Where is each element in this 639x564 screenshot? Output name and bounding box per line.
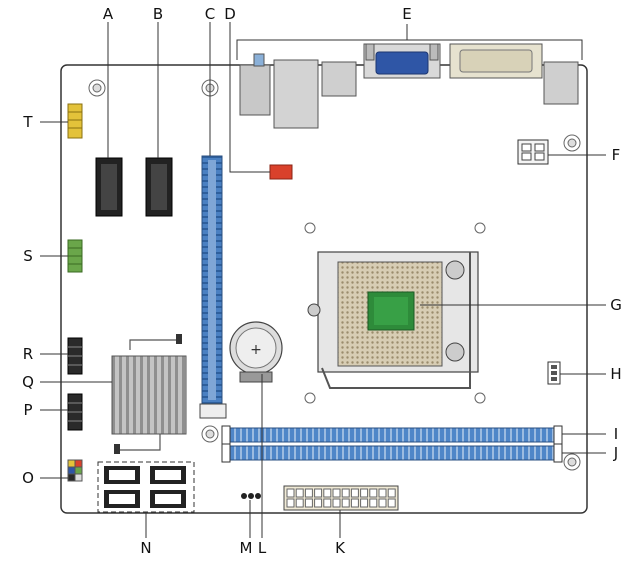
power-pin bbox=[341, 498, 350, 508]
power-pin bbox=[323, 488, 332, 498]
power-pin bbox=[360, 488, 369, 498]
mini-pcie-slots bbox=[95, 157, 173, 217]
power-pin bbox=[286, 488, 295, 498]
callout-f: F bbox=[611, 146, 621, 164]
sata-connectors bbox=[97, 461, 195, 513]
power-pin bbox=[378, 498, 387, 508]
callout-q: Q bbox=[22, 373, 34, 391]
header-p bbox=[67, 393, 83, 431]
power-pin bbox=[341, 488, 350, 498]
header-o bbox=[67, 459, 83, 482]
cpu-socket bbox=[307, 251, 479, 389]
header-s bbox=[67, 239, 83, 273]
svg-text:+: + bbox=[250, 342, 262, 358]
callout-c: C bbox=[204, 5, 216, 23]
callout-k: K bbox=[335, 539, 345, 557]
power-pin bbox=[295, 488, 304, 498]
dimm-slots bbox=[221, 425, 563, 463]
callout-p: P bbox=[23, 401, 33, 419]
header-t bbox=[67, 103, 83, 139]
power-pin bbox=[304, 498, 313, 508]
callout-h: H bbox=[610, 365, 622, 383]
header-r bbox=[67, 337, 83, 375]
atx-power-connector bbox=[283, 485, 399, 511]
callout-m: M bbox=[239, 539, 253, 557]
fan-header bbox=[269, 164, 293, 180]
power-pin bbox=[387, 488, 396, 498]
power-pin bbox=[360, 498, 369, 508]
power-pin bbox=[350, 488, 359, 498]
callout-t: T bbox=[23, 113, 33, 131]
callout-b: B bbox=[152, 5, 164, 23]
callout-l: L bbox=[257, 539, 267, 557]
callout-g: G bbox=[610, 296, 622, 314]
power-pin bbox=[378, 488, 387, 498]
callout-d: D bbox=[224, 5, 236, 23]
callout-a: A bbox=[102, 5, 114, 23]
power-pin bbox=[332, 498, 341, 508]
callout-e: E bbox=[402, 5, 412, 23]
atx12v-connector bbox=[517, 139, 549, 165]
power-pin bbox=[387, 498, 396, 508]
callout-s: S bbox=[23, 247, 33, 265]
leader-lines bbox=[40, 22, 606, 538]
jumper-m bbox=[241, 493, 261, 499]
power-pin bbox=[304, 488, 313, 498]
power-pin bbox=[286, 498, 295, 508]
power-pin bbox=[369, 488, 378, 498]
pcie-slot bbox=[199, 155, 227, 419]
fan-header-h bbox=[547, 361, 561, 385]
power-pin bbox=[314, 498, 323, 508]
power-pin bbox=[369, 498, 378, 508]
callout-i: I bbox=[613, 425, 619, 443]
callout-n: N bbox=[140, 539, 152, 557]
callout-j: J bbox=[613, 444, 619, 462]
mounting-holes bbox=[88, 79, 581, 471]
power-pin bbox=[295, 498, 304, 508]
power-pin bbox=[314, 488, 323, 498]
power-pin bbox=[332, 488, 341, 498]
callout-r: R bbox=[22, 345, 34, 363]
callout-o: O bbox=[22, 469, 34, 487]
battery: + bbox=[229, 321, 283, 383]
power-pin bbox=[323, 498, 332, 508]
back-panel-connectors bbox=[239, 43, 579, 129]
chipset-heatsink bbox=[111, 334, 187, 454]
power-pin bbox=[350, 498, 359, 508]
